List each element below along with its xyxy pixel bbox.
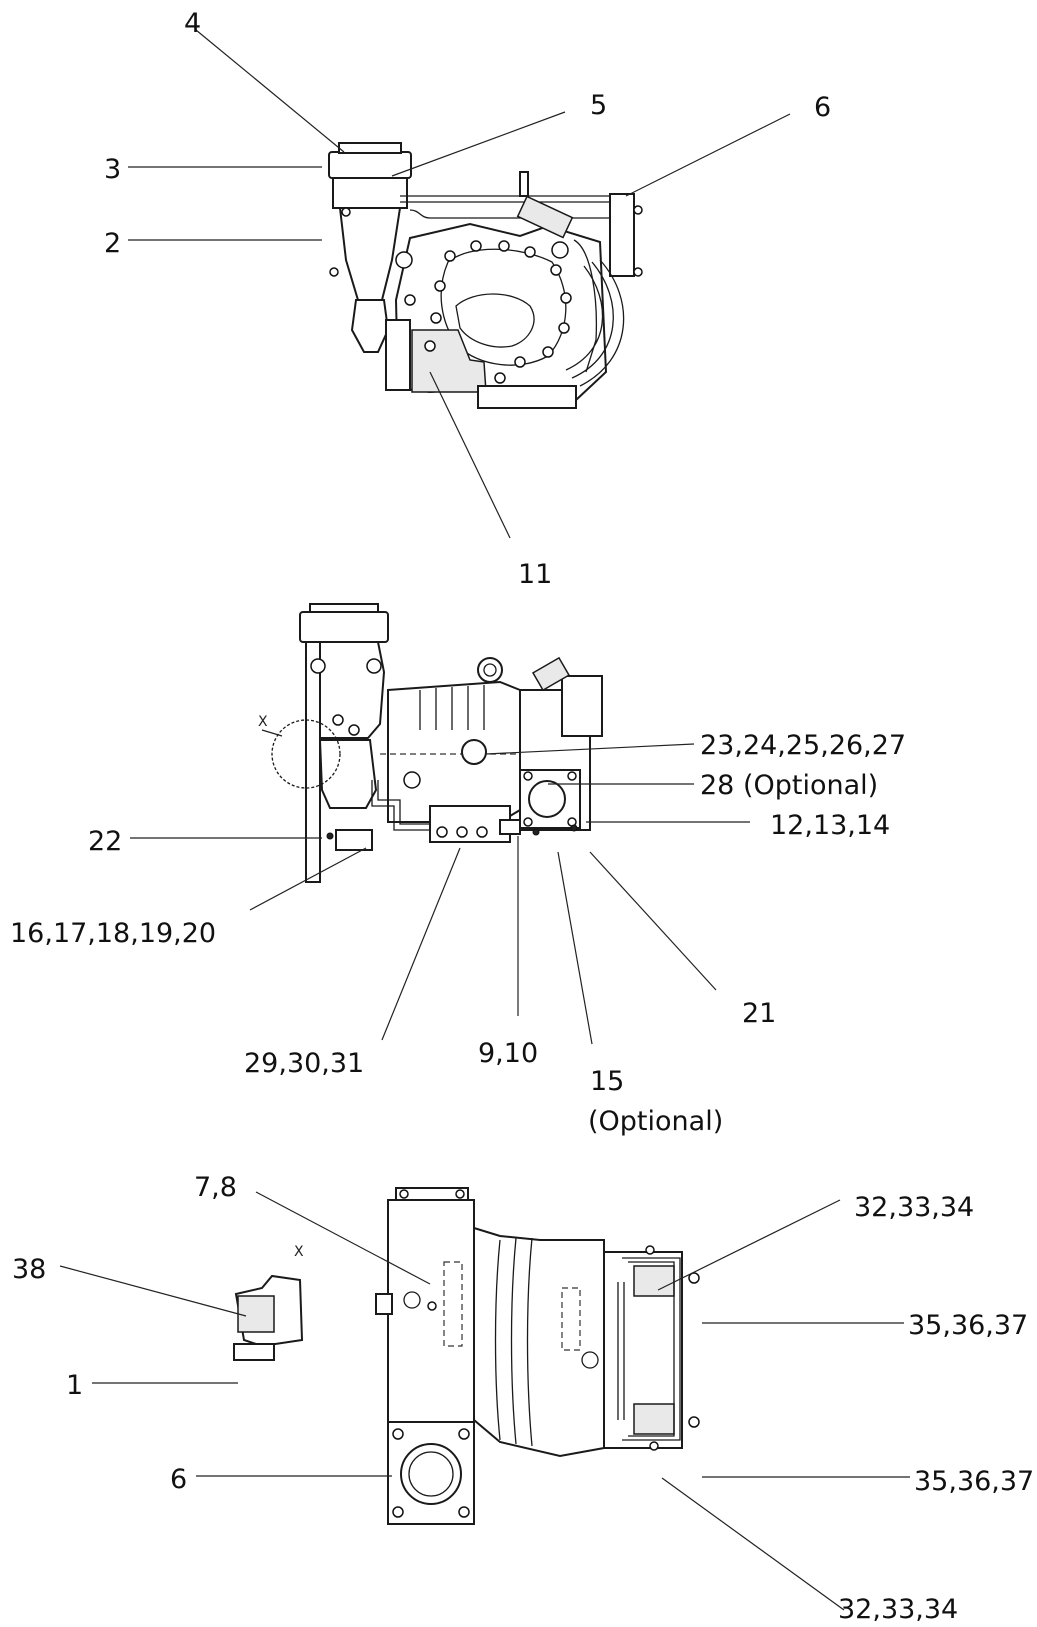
callout-12-14: 12,13,14: [770, 810, 890, 841]
callout-32-34-top: 32,33,34: [854, 1192, 974, 1223]
callout-21: 21: [742, 998, 776, 1029]
callout-11: 11: [518, 559, 552, 590]
callout-22: 22: [88, 826, 122, 857]
callout-29-31: 29,30,31: [244, 1048, 364, 1079]
callout-32-34-bottom: 32,33,34: [838, 1594, 958, 1625]
detail-x-mark-view2: X: [258, 714, 268, 730]
callout-35-37-bottom: 35,36,37: [914, 1466, 1034, 1497]
callout-28-optional: 28 (Optional): [700, 770, 878, 801]
callout-5: 5: [590, 90, 607, 121]
callout-15: 15: [590, 1066, 624, 1097]
callout-6-top: 6: [814, 92, 831, 123]
callout-6-bottom: 6: [170, 1464, 187, 1495]
callout-23-27: 23,24,25,26,27: [700, 730, 906, 761]
callout-38: 38: [12, 1254, 46, 1285]
callout-4: 4: [184, 8, 201, 39]
view-3-top-view: X: [233, 1187, 700, 1525]
callout-15-optional: (Optional): [588, 1106, 723, 1137]
callout-2: 2: [104, 228, 121, 259]
callout-7-8: 7,8: [194, 1172, 237, 1203]
callout-9-10: 9,10: [478, 1038, 538, 1069]
detail-x-mark-view3: X: [294, 1244, 304, 1260]
callout-labels: 4 5 6 3 2 11 23,24,25,26,27 28 (Optional…: [10, 8, 1034, 1625]
callout-16-20: 16,17,18,19,20: [10, 918, 216, 949]
callout-3: 3: [104, 154, 121, 185]
callout-1: 1: [66, 1370, 83, 1401]
leader-lines: [59, 29, 910, 1611]
callout-35-37-top: 35,36,37: [908, 1310, 1028, 1341]
view-1-end-view: [328, 142, 643, 409]
view-2-side-view: X: [258, 603, 603, 883]
